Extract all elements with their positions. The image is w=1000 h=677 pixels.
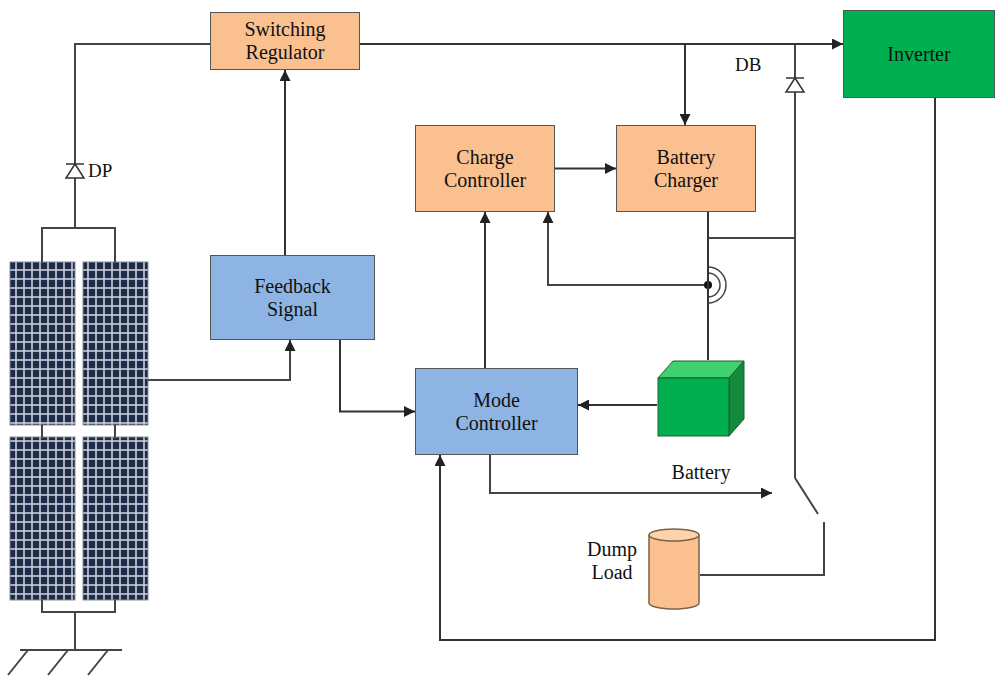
- process-box: Feedback Signal: [210, 255, 375, 340]
- connector: [360, 44, 685, 125]
- panel-wire: [42, 228, 115, 262]
- diode-bar: [786, 77, 804, 79]
- node-text: Mode Controller: [437, 389, 557, 435]
- node-text: Battery Charger: [631, 146, 741, 192]
- connector: [484, 212, 486, 368]
- cylinder-top: [649, 529, 699, 541]
- solar-array: [10, 262, 148, 600]
- control-arrow: [490, 455, 772, 493]
- dump-load-cylinder: Dump Load: [648, 528, 700, 610]
- panel-wire: [75, 44, 210, 228]
- diode-symbol: [786, 78, 804, 92]
- node-text: Charge Controller: [430, 146, 540, 192]
- process-box: Switching Regulator: [210, 12, 360, 70]
- cylinder-body: [649, 535, 699, 609]
- diode-label: DB: [735, 54, 761, 76]
- diode-bar: [66, 163, 84, 165]
- connector: [578, 404, 657, 406]
- node-text: Inverter: [887, 43, 950, 66]
- panel-wire: [42, 425, 115, 437]
- panel-wire: [42, 600, 115, 612]
- sense-arrow: [548, 212, 708, 285]
- node-text: Dump Load: [582, 538, 642, 584]
- battery-front: [658, 378, 729, 436]
- process-box: Mode Controller: [415, 368, 578, 455]
- process-box: Charge Controller: [415, 125, 555, 212]
- dump-load-cylinder: [648, 528, 700, 610]
- connector: [707, 212, 709, 360]
- battery-side: [729, 361, 744, 436]
- battery-symbol: [657, 360, 745, 437]
- ground-wire: [74, 612, 76, 650]
- node-text: Feedback Signal: [238, 275, 348, 321]
- ground-symbol: [8, 650, 122, 675]
- connector: [340, 340, 415, 412]
- wires: [8, 44, 824, 675]
- solar-panel: [10, 262, 75, 425]
- switch-blade: [795, 478, 818, 514]
- dump-wire: [700, 522, 824, 575]
- diode-symbol: [66, 164, 84, 178]
- diode-symbol: [786, 78, 804, 92]
- connector: [555, 168, 616, 170]
- battery-symbol: Battery: [657, 360, 745, 437]
- node-text: Battery: [672, 461, 731, 484]
- solar-panel: [10, 437, 75, 600]
- sense-arrow: [148, 340, 290, 380]
- diode-symbol: [66, 164, 84, 178]
- connector: [284, 70, 286, 255]
- node-text: Switching Regulator: [229, 18, 341, 64]
- process-box: Battery Charger: [616, 125, 756, 212]
- inverter-box: Inverter: [843, 10, 995, 98]
- dump-wire: [794, 238, 796, 478]
- diode-label: DP: [88, 160, 112, 182]
- solar-panel: [83, 437, 148, 600]
- solar-panel: [83, 262, 148, 425]
